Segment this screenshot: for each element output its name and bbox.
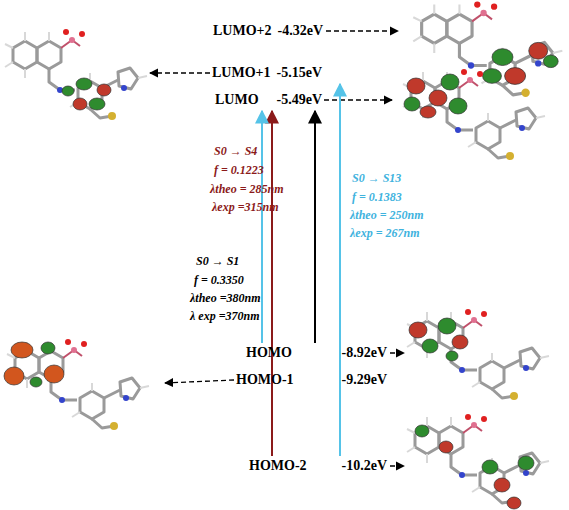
transition-arrow: [271, 111, 273, 456]
transition-label: λ exp =370nm: [190, 309, 260, 323]
orbital-picture: [403, 69, 545, 160]
transition-label: λtheo = 285nm: [210, 182, 284, 196]
transition-label: f = 0.3350: [194, 273, 244, 287]
orbital-energy: -4.32eV: [278, 22, 324, 40]
orbital-picture: [4, 339, 149, 430]
leader-line: [150, 31, 404, 466]
orbital-name: LUMO: [215, 91, 259, 109]
transition-label: λtheo = 250nm: [350, 208, 424, 222]
orbital-name: LUMO+1: [212, 64, 271, 82]
transition-label: f = 0.1223: [214, 163, 264, 177]
orbital-picture: [413, 1, 562, 97]
energy-level: HOMO-1 -9.29eV: [236, 371, 387, 389]
transition-label: f = 0.1383: [352, 190, 402, 204]
transition-arrow: [261, 111, 263, 343]
transition-label: λexp = 267nm: [350, 226, 420, 240]
transition-label: S0 → S1: [196, 254, 239, 268]
orbital-energy: -5.15eV: [277, 64, 323, 82]
energy-level: LUMO -5.49eV: [215, 91, 322, 109]
transition-label: S0 → S13: [352, 171, 401, 185]
orbital-name: HOMO-2: [249, 457, 307, 475]
orbital-energy: -8.92eV: [342, 344, 388, 362]
orbital-picture: [5, 29, 147, 120]
orbital-name: HOMO-1: [236, 371, 294, 389]
transition-label: λexp =315nm: [212, 200, 279, 214]
transition-label: λtheo =380nm: [190, 291, 261, 305]
orbital-picture: [407, 309, 549, 400]
orbital-picture: [407, 414, 549, 509]
orbital-name: HOMO: [246, 344, 292, 362]
transition-label: S0 → S4: [214, 144, 257, 158]
energy-level: HOMO -8.92eV: [246, 344, 387, 362]
orbital-name: LUMO+2: [213, 22, 272, 40]
energy-level: HOMO-2 -10.2eV: [249, 457, 387, 475]
orbital-energy: -9.29eV: [342, 371, 388, 389]
energy-level: LUMO+2 -4.32eV: [213, 22, 323, 40]
orbital-energy: -10.2eV: [342, 457, 388, 475]
transition-arrow: [314, 111, 316, 343]
energy-level: LUMO+1 -5.15eV: [212, 64, 322, 82]
transition-arrow: [339, 84, 341, 456]
orbital-energy: -5.49eV: [277, 91, 323, 109]
